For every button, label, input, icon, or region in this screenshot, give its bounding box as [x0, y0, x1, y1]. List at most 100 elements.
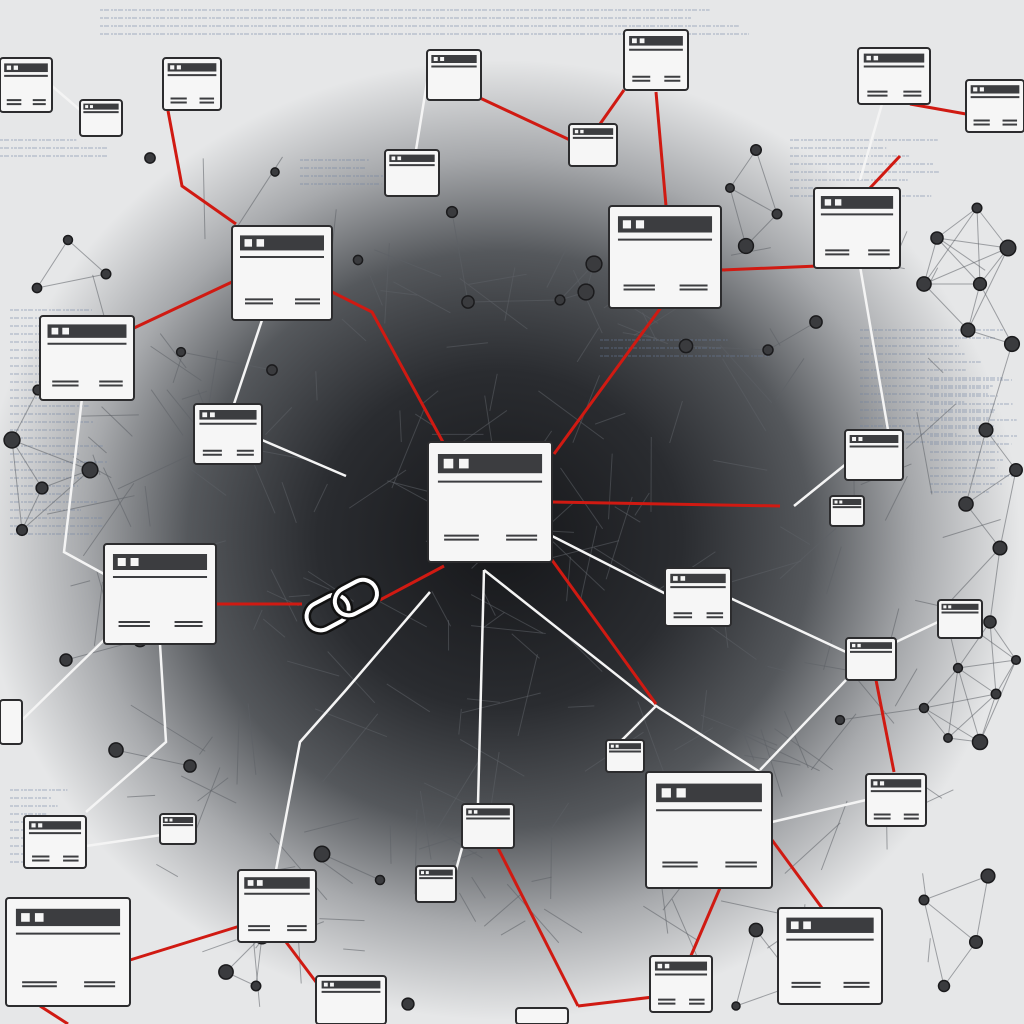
page-header-bar: [83, 103, 119, 110]
page-node: [605, 739, 645, 773]
mesh-line: [399, 410, 402, 443]
hub-dot: [990, 688, 1002, 700]
mesh-line: [11, 439, 43, 489]
mesh-line: [884, 475, 908, 521]
mesh-line: [976, 207, 981, 285]
red-link: [550, 559, 658, 705]
white-link: [858, 103, 884, 181]
mesh-line: [735, 929, 757, 1007]
page-node: [813, 187, 901, 269]
page-header-bar: [849, 435, 899, 443]
hub-dot: [1009, 463, 1023, 477]
hub-dot: [762, 344, 774, 356]
page-node: [865, 773, 927, 827]
mesh-line: [150, 389, 184, 436]
mesh-line: [459, 277, 528, 330]
mesh-line: [593, 547, 670, 596]
mesh-line: [923, 707, 949, 739]
mesh-line: [265, 407, 293, 436]
hub-dot: [978, 422, 994, 438]
mesh-line: [371, 597, 427, 628]
mesh-line: [776, 358, 805, 400]
hub-dot: [266, 364, 278, 376]
hub-dot: [270, 167, 280, 177]
mesh-line: [82, 483, 135, 557]
chain-link-icon: [302, 575, 382, 635]
white-link: [274, 591, 431, 871]
mesh-line: [927, 938, 931, 963]
hub-dot: [81, 461, 99, 479]
hub-dot: [35, 481, 49, 495]
red-link: [164, 99, 237, 226]
mesh-line: [46, 495, 135, 515]
mesh-line: [36, 239, 69, 289]
mesh-line: [989, 621, 1017, 661]
mesh-line: [923, 693, 997, 709]
hub-dot: [971, 733, 989, 751]
mesh-line: [633, 304, 683, 336]
mesh-line: [614, 506, 641, 523]
red-link: [721, 264, 819, 272]
mesh-line: [685, 345, 769, 351]
mesh-line: [774, 728, 833, 771]
mesh-line: [459, 738, 525, 777]
mesh-line: [637, 701, 665, 773]
red-link: [654, 91, 668, 207]
mesh-line: [458, 708, 462, 735]
mesh-line: [957, 659, 1017, 669]
mesh-line: [159, 333, 187, 369]
mesh-line: [349, 469, 407, 509]
page-node: [568, 123, 618, 167]
page-node: [645, 771, 773, 889]
hub-dot: [834, 714, 846, 726]
hub-dot: [374, 874, 386, 886]
page-header-bar: [609, 743, 641, 750]
mesh-line: [144, 486, 151, 527]
mesh-line: [156, 863, 179, 878]
mesh-line: [923, 899, 945, 987]
page-node: [426, 49, 482, 101]
mesh-line: [11, 389, 39, 441]
page-header-bar: [629, 36, 683, 46]
page-node: [39, 315, 135, 401]
mesh-line: [437, 830, 483, 859]
hub-dot: [62, 234, 74, 246]
mesh-line: [965, 469, 1017, 505]
hub-dot: [183, 759, 197, 773]
hub-dot: [725, 183, 735, 193]
mesh-line: [576, 327, 600, 363]
mesh-line: [608, 453, 613, 520]
red-link: [874, 679, 896, 773]
mesh-line: [947, 693, 997, 739]
mesh-line: [995, 659, 1017, 695]
mesh-line: [975, 875, 989, 943]
hub-dot: [1010, 654, 1022, 666]
page-header-bar: [162, 817, 194, 823]
mesh-line: [101, 406, 133, 437]
hub-dot: [461, 295, 475, 309]
page-node: [857, 47, 931, 105]
mesh-line: [943, 941, 977, 987]
mesh-line: [127, 794, 156, 798]
page-node: [384, 149, 440, 197]
mesh-line: [202, 939, 237, 953]
mesh-line: [936, 237, 1009, 249]
mesh-line: [742, 732, 755, 761]
mesh-line: [538, 390, 605, 440]
mesh-line: [343, 948, 365, 952]
red-link: [598, 89, 626, 125]
hub-dot: [108, 742, 124, 758]
mesh-line: [923, 899, 977, 943]
red-link: [331, 290, 446, 445]
mesh-line: [942, 519, 1001, 539]
hub-dot: [992, 540, 1008, 556]
red-link: [284, 941, 318, 983]
hub-dot: [313, 845, 331, 863]
mesh-line: [511, 633, 540, 659]
page-node: [162, 57, 222, 111]
page-node: [415, 865, 457, 903]
mesh-line: [560, 467, 604, 530]
page-node: [231, 225, 333, 321]
page-node: [844, 429, 904, 481]
